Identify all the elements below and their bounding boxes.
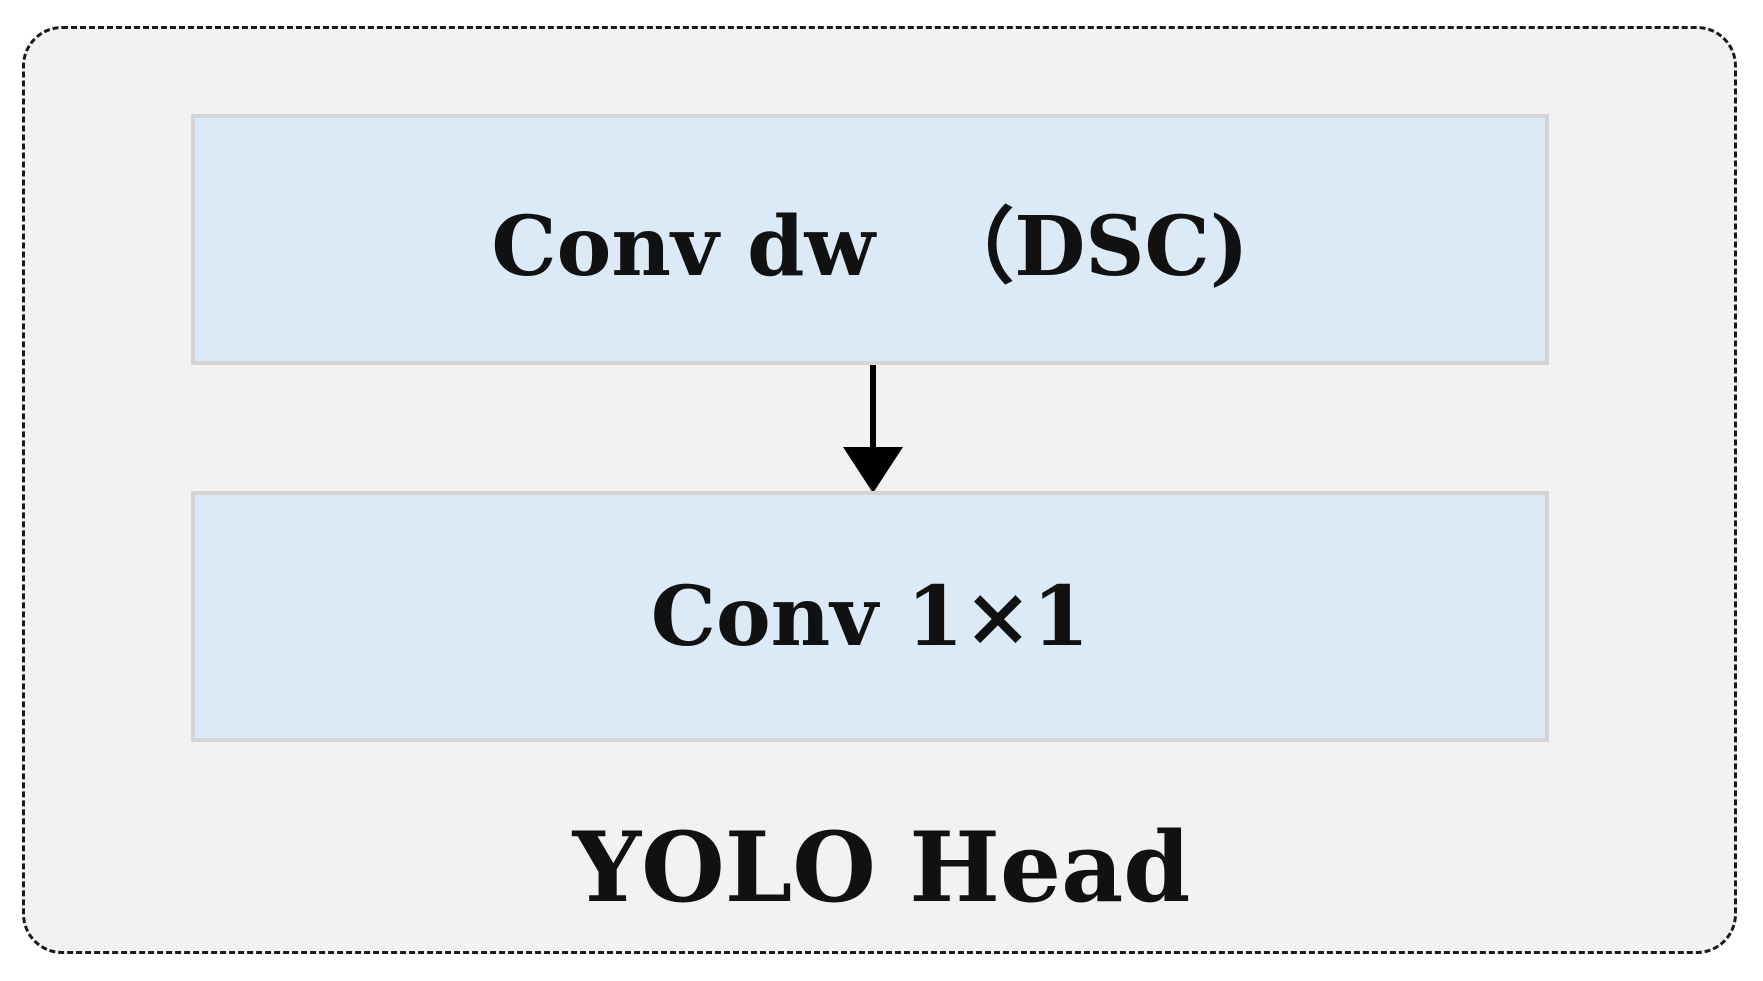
conv-dw-block: Conv dw （DSC) bbox=[191, 114, 1549, 365]
diagram-caption: YOLO Head bbox=[572, 811, 1191, 924]
conv-1x1-block: Conv 1×1 bbox=[191, 491, 1549, 742]
